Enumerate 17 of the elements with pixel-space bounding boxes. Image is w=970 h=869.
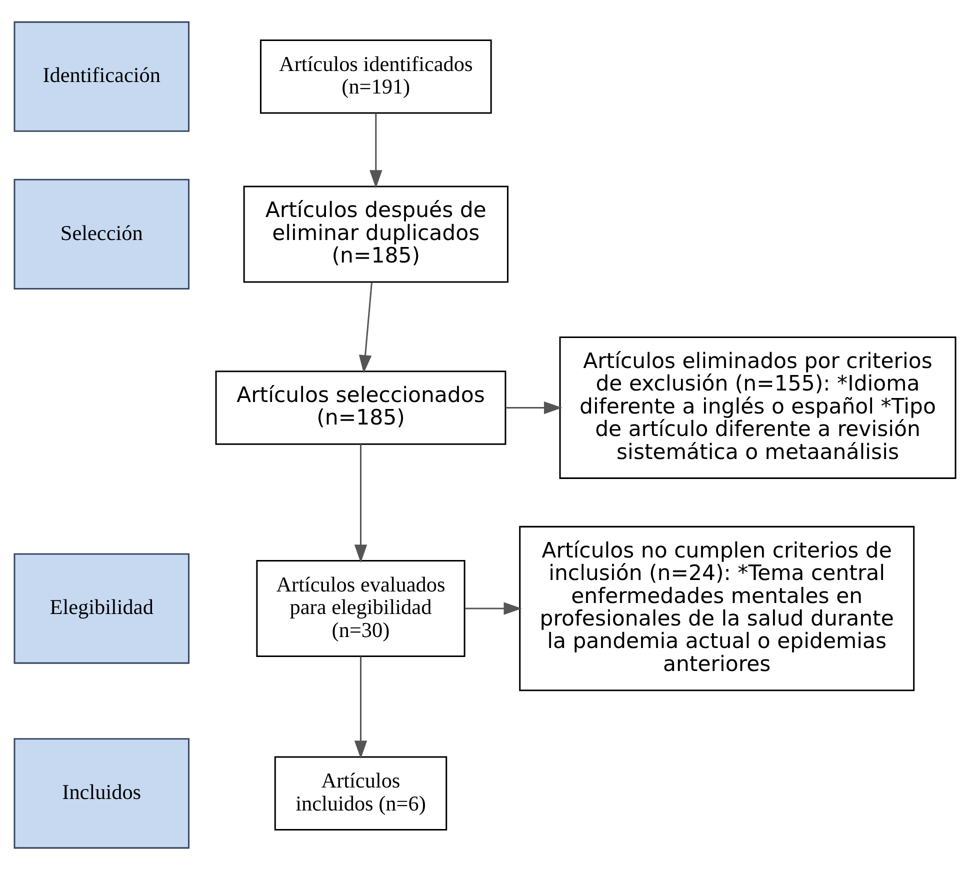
node-box: Incluidos [14, 738, 190, 848]
arrow [370, 112, 382, 188]
node-box: Artículos no cumplen criterios de inclusión (n=24): *Tema central enfermedades mentales en profesionales de la salud durante la pandemia actual o epidemias anteriores [519, 525, 915, 691]
arrow [354, 656, 368, 758]
node-box: Artículos seleccionados (n=185) [215, 370, 506, 444]
arrow [358, 282, 372, 373]
node-box: Elegibilidad [14, 552, 190, 664]
node-box: Selección [14, 178, 190, 290]
arrow [506, 400, 562, 414]
node-box: Artículos evaluados para elegibilidad (n=30) [256, 560, 466, 656]
arrow [354, 444, 368, 562]
node-box: Artículos incluidos (n=6) [274, 756, 448, 830]
node-box: Artículos después de eliminar duplicados (n=185) [243, 185, 508, 282]
arrow [465, 602, 522, 614]
node-box: Artículos identificados (n=191) [260, 38, 492, 114]
node-box: Identificación [14, 20, 190, 132]
node-box: Artículos eliminados por criterios de exclusión (n=155): *Idioma diferente a inglés o español *Tipo de artículo diferente a revisión sistemática o metaanálisis [559, 336, 956, 478]
